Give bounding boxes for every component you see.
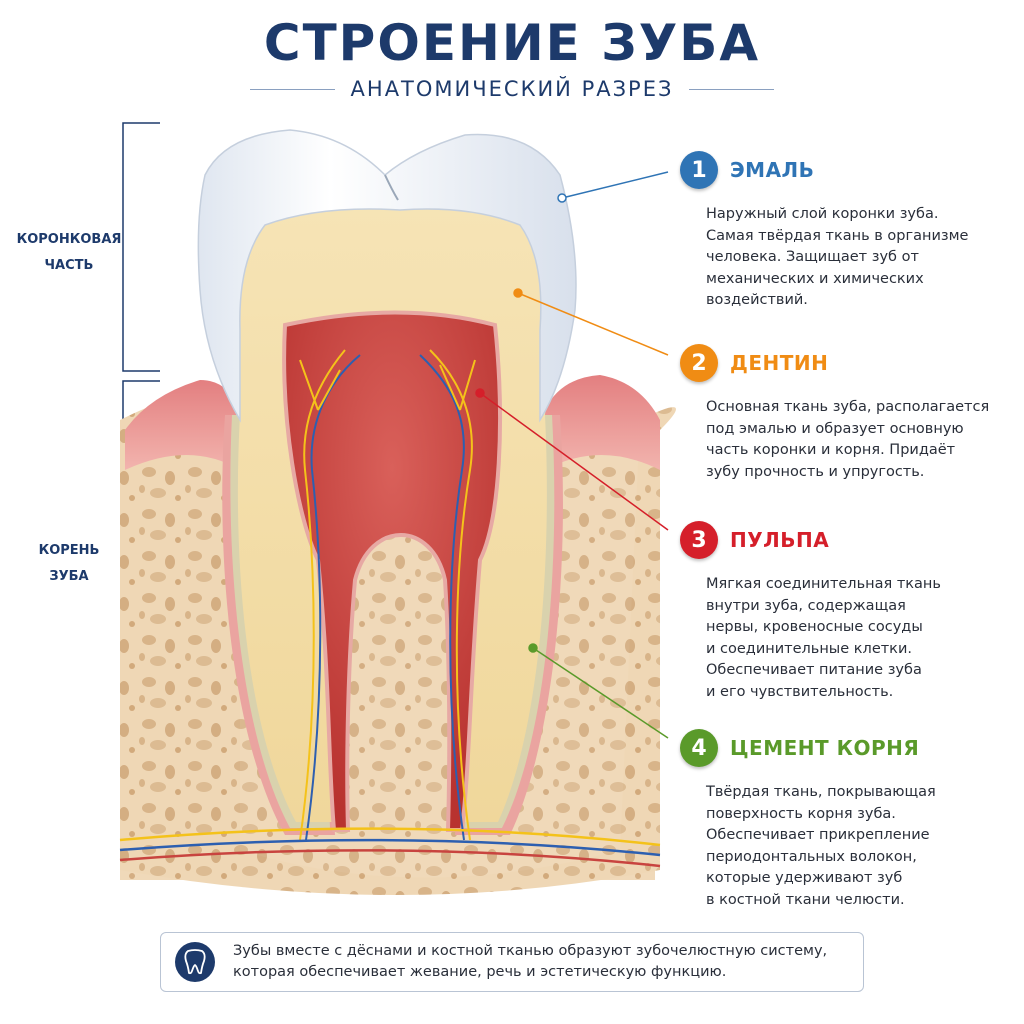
- callout-cementum: 4 ЦЕМЕНТ КОРНЯ Твёрдая ткань, покрывающа…: [680, 728, 1010, 911]
- callout-pulp-description: Мягкая соединительная ткань внутри зуба,…: [706, 576, 941, 700]
- callout-dentin: 2 ДЕНТИН Основная ткань зуба, располагае…: [680, 343, 1010, 483]
- page-subtitle: АНАТОМИЧЕСКИЙ РАЗРЕЗ: [350, 77, 674, 101]
- callout-enamel: 1 ЭМАЛЬ Наружный слой коронки зуба. Сама…: [680, 150, 1010, 312]
- root-label: КОРЕНЬ ЗУБА: [38, 543, 100, 584]
- callout-dentin-title: ДЕНТИН: [730, 351, 829, 375]
- callout-cementum-number: 4: [680, 729, 718, 767]
- subtitle-row: АНАТОМИЧЕСКИЙ РАЗРЕЗ: [250, 74, 774, 104]
- callout-cementum-title: ЦЕМЕНТ КОРНЯ: [730, 736, 920, 760]
- callout-cementum-description: Твёрдая ткань, покрывающая поверхность к…: [706, 784, 936, 908]
- callout-enamel-description: Наружный слой коронки зуба. Самая твёрда…: [706, 206, 969, 308]
- info-note: Зубы вместе с дёснами и костной тканью о…: [160, 932, 864, 992]
- info-note-text: Зубы вместе с дёснами и костной тканью о…: [233, 943, 828, 980]
- callout-dentin-head: 2 ДЕНТИН: [680, 343, 1010, 383]
- callout-pulp-number: 3: [680, 521, 718, 559]
- leader-cementum-dot: [528, 643, 538, 653]
- crown-bracket: [122, 122, 160, 372]
- pulp-cavity: [282, 310, 502, 832]
- crown-label: КОРОНКОВАЯ ЧАСТЬ: [16, 232, 122, 273]
- enamel-fissure: [384, 174, 399, 201]
- leader-lines: [475, 171, 669, 739]
- callout-cementum-head: 4 ЦЕМЕНТ КОРНЯ: [680, 728, 1010, 768]
- leader-pulp: [479, 392, 669, 531]
- page-title: СТРОЕНИЕ ЗУБА: [263, 14, 761, 72]
- callout-enamel-number: 1: [680, 151, 718, 189]
- callout-enamel-head: 1 ЭМАЛЬ: [680, 150, 1010, 190]
- leader-dentin-dot: [513, 288, 523, 298]
- callout-pulp: 3 ПУЛЬПА Мягкая соединительная ткань вну…: [680, 520, 1010, 703]
- subtitle-rule-left: [250, 88, 335, 90]
- callout-dentin-description: Основная ткань зуба, располагается под э…: [706, 399, 990, 480]
- subtitle-rule-right: [689, 88, 774, 90]
- nerves-and-vessels: [119, 349, 661, 868]
- leader-dentin: [517, 292, 669, 356]
- callout-enamel-title: ЭМАЛЬ: [730, 158, 815, 182]
- callout-pulp-head: 3 ПУЛЬПА: [680, 520, 1010, 560]
- leader-enamel: [561, 171, 669, 199]
- gum-left: [125, 380, 240, 470]
- leader-cementum: [532, 647, 669, 739]
- leader-enamel-dot: [557, 193, 567, 203]
- callout-dentin-number: 2: [680, 344, 718, 382]
- leader-pulp-dot: [475, 388, 485, 398]
- gum-right: [545, 375, 660, 470]
- enamel-layer: [197, 129, 577, 423]
- tooth-icon: [175, 942, 215, 982]
- callout-pulp-title: ПУЛЬПА: [730, 528, 830, 552]
